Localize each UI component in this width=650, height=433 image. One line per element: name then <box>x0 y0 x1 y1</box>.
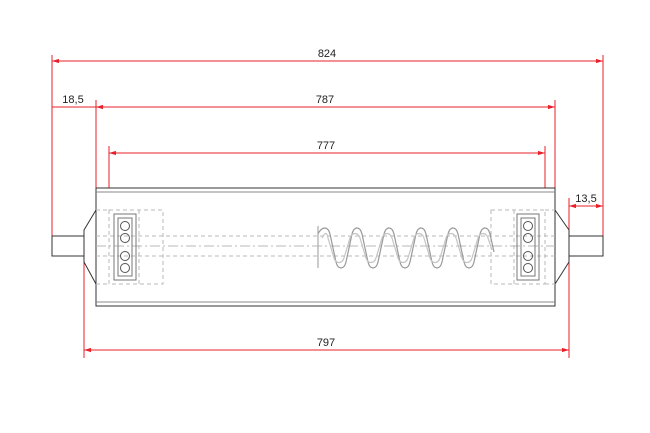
dim-label-right-offset: 13,5 <box>575 193 596 205</box>
left-bearing-inner <box>117 217 133 277</box>
hidden-lines <box>96 209 555 285</box>
right-bearing-housing <box>490 209 546 285</box>
right-bearing-ball-1 <box>523 221 533 231</box>
left-bearing-housing <box>108 209 164 285</box>
right-bearing-outer <box>516 213 540 281</box>
left-bearing <box>113 213 137 281</box>
dim-label-bearing: 797 <box>317 337 335 349</box>
spring-coil-outer <box>317 227 495 269</box>
left-end-cap <box>83 209 97 285</box>
roller-tube <box>95 187 556 307</box>
spring-coil-inner <box>321 232 493 264</box>
dimension-lines <box>51 55 604 358</box>
right-bearing-ball-3 <box>523 251 533 261</box>
left-bearing-ball-2 <box>120 233 130 243</box>
right-bearing-inner <box>520 217 536 277</box>
dim-label-left-offset: 18,5 <box>62 94 83 106</box>
right-axle <box>568 235 604 257</box>
dim-label-tube: 787 <box>316 94 334 106</box>
right-bearing <box>516 213 540 281</box>
dim-label-inner: 777 <box>317 140 335 152</box>
left-bearing-ball-4 <box>120 263 130 273</box>
left-bearing-ball-1 <box>120 221 130 231</box>
spring <box>317 226 495 269</box>
left-bearing-ball-3 <box>120 251 130 261</box>
left-axle <box>51 235 85 257</box>
right-bearing-ball-4 <box>523 263 533 273</box>
dim-label-overall: 824 <box>318 48 336 60</box>
roller-body <box>51 187 604 307</box>
right-bearing-ball-2 <box>523 233 533 243</box>
right-end-cap <box>554 209 570 285</box>
left-bearing-outer <box>113 213 137 281</box>
